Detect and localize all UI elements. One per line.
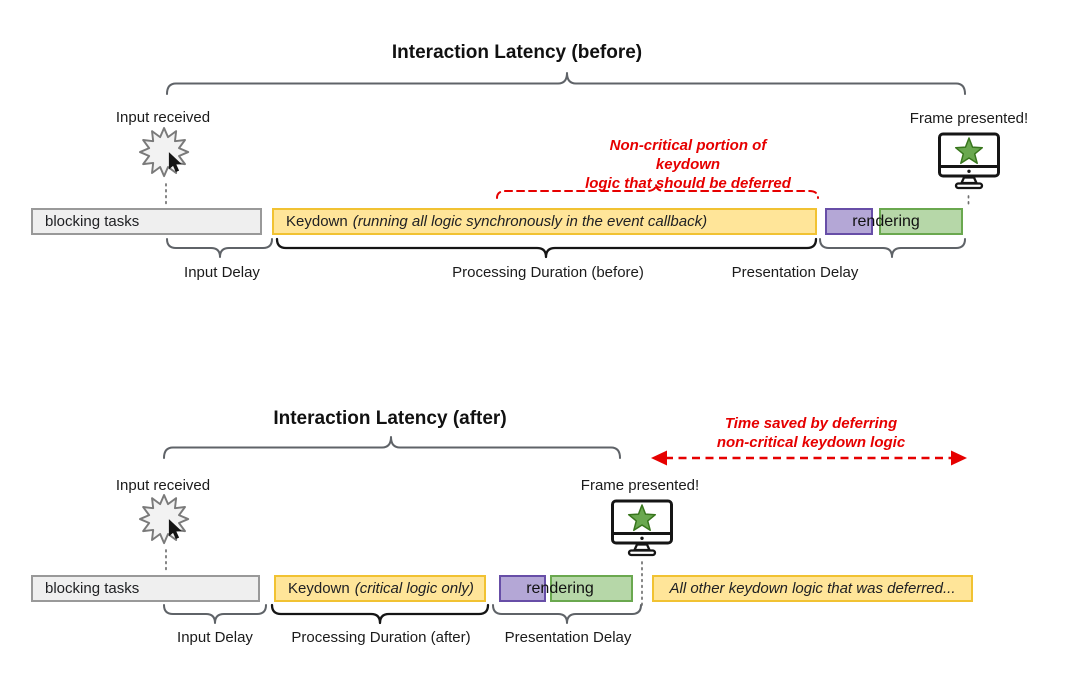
brace-processing-duration-before — [275, 237, 818, 259]
brace-input-delay-before — [166, 238, 273, 258]
bar-blocking-tasks-after-label: blocking tasks — [45, 580, 140, 597]
bar-purple-after — [499, 575, 546, 602]
bar-keydown-after-label: Keydown — [288, 580, 350, 597]
star-icon — [954, 137, 984, 165]
brace-interaction-latency-after — [163, 436, 621, 459]
annotation-after-line1: Time saved by deferring — [724, 415, 898, 432]
presentation-delay-label-before: Presentation Delay — [731, 264, 859, 281]
title-after: Interaction Latency (after) — [273, 408, 507, 429]
bar-keydown-before-detail: (running all logic synchronously in the … — [352, 213, 708, 230]
monitor-base — [627, 549, 657, 557]
bar-keydown-before-label: Keydown — [286, 213, 348, 230]
input-delay-label-after: Input Delay — [177, 629, 253, 646]
monitor-stand — [632, 543, 652, 552]
annotation-before: Non-critical portion of keydown logic th… — [578, 136, 798, 193]
bar-blocking-tasks-before: blocking tasks — [31, 208, 262, 235]
presentation-delay-label-after: Presentation Delay — [504, 629, 632, 646]
input-burst-cursor-icon — [139, 127, 190, 178]
bar-rendering-after — [550, 575, 633, 602]
bar-keydown-after: Keydown (critical logic only) — [274, 575, 486, 602]
monitor-frame-icon-before — [938, 132, 1000, 190]
monitor-stand — [959, 176, 979, 185]
annotation-before-line1: Non-critical portion of keydown — [609, 137, 767, 173]
bar-keydown-after-detail: (critical logic only) — [354, 580, 474, 597]
frame-presented-label-after: Frame presented! — [580, 477, 700, 494]
monitor-dot — [967, 169, 971, 173]
input-delay-label-before: Input Delay — [184, 264, 260, 281]
rendering-label-after: rendering — [526, 580, 594, 597]
bar-blocking-tasks-before-label: blocking tasks — [45, 213, 140, 230]
bar-rendering-before — [879, 208, 963, 235]
processing-duration-label-after: Processing Duration (after) — [291, 629, 471, 646]
rendering-label-before: rendering — [852, 213, 920, 230]
bar-purple-before — [825, 208, 873, 235]
brace-interaction-latency-before — [166, 72, 966, 95]
brace-presentation-delay-before — [819, 238, 966, 258]
monitor-dot — [640, 536, 644, 540]
bar-deferred-keydown-label: All other keydown logic that was deferre… — [669, 580, 956, 597]
time-saved-arrowhead-left — [651, 450, 667, 466]
frame-presented-label-before: Frame presented! — [909, 110, 1029, 127]
processing-duration-label-before: Processing Duration (before) — [452, 264, 644, 281]
input-received-label-after: Input received — [115, 477, 211, 494]
cursor-icon — [168, 152, 182, 173]
monitor-frame-icon-after — [611, 499, 673, 557]
brace-processing-duration-after — [270, 603, 490, 625]
bar-keydown-before: Keydown (running all logic synchronously… — [272, 208, 817, 235]
bar-blocking-tasks-after: blocking tasks — [31, 575, 260, 602]
brace-input-delay-after — [163, 604, 267, 624]
brace-noncritical-annotation — [496, 183, 819, 199]
annotation-after: Time saved by deferring non-critical key… — [700, 414, 922, 452]
brace-presentation-delay-after — [492, 604, 642, 624]
input-received-label-before: Input received — [115, 109, 211, 126]
annotation-before-line2: logic that should be deferred — [585, 175, 791, 192]
burst-shape — [139, 494, 190, 545]
input-burst-cursor-icon — [139, 494, 190, 545]
burst-shape — [139, 127, 190, 178]
title-before: Interaction Latency (before) — [391, 42, 643, 63]
star-icon — [627, 504, 657, 532]
monitor-base — [954, 182, 984, 190]
bar-deferred-keydown: All other keydown logic that was deferre… — [652, 575, 973, 602]
time-saved-arrowhead-right — [951, 450, 967, 466]
cursor-icon — [168, 519, 182, 540]
annotation-after-line2: non-critical keydown logic — [716, 434, 906, 451]
